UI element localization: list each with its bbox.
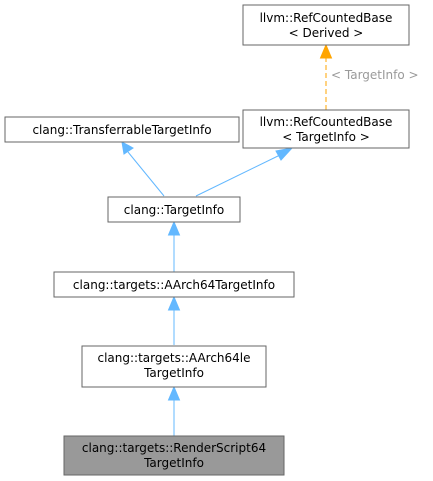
node-clang-targets-aarch64letargetinfo[interactable]: clang::targets::AArch64le TargetInfo: [81, 345, 267, 388]
node-label-line2: < TargetInfo >: [282, 130, 370, 144]
node-clang-targets-aarch64targetinfo[interactable]: clang::targets::AArch64TargetInfo: [53, 271, 295, 298]
node-clang-targetinfo[interactable]: clang::TargetInfo: [107, 196, 241, 223]
edge-aarch64le-to-aarch64: [167, 295, 181, 345]
node-llvm-refcountedbase-targetinfo[interactable]: llvm::RefCountedBase < TargetInfo >: [242, 109, 410, 149]
node-label-line1: clang::targets::RenderScript64: [82, 441, 266, 455]
edge-targetinfo-to-transferrable: [121, 141, 165, 197]
node-label-line1: clang::targets::AArch64le: [97, 351, 250, 365]
node-clang-transferrabletargetinfo[interactable]: clang::TransferrableTargetInfo: [4, 116, 240, 143]
node-llvm-refcountedbase-derived[interactable]: llvm::RefCountedBase < Derived >: [242, 4, 410, 46]
edge-template-instantiation: < TargetInfo >: [319, 43, 419, 110]
edge-renderscript64-to-aarch64le: [167, 385, 181, 436]
node-clang-targets-renderscript64targetinfo: clang::targets::RenderScript64 TargetInf…: [63, 435, 285, 476]
node-label-line2: < Derived >: [289, 26, 364, 40]
edge-targetinfo-to-refcounted: [195, 147, 294, 197]
node-label-line2: TargetInfo: [143, 456, 204, 470]
node-label-line1: clang::TransferrableTargetInfo: [32, 123, 211, 137]
node-label-line1: clang::targets::AArch64TargetInfo: [73, 278, 275, 292]
node-label-line2: TargetInfo: [143, 366, 204, 380]
node-label-line1: clang::TargetInfo: [124, 203, 224, 217]
node-label-line1: llvm::RefCountedBase: [260, 115, 393, 129]
template-argument-label: < TargetInfo >: [331, 68, 419, 82]
node-label-line1: llvm::RefCountedBase: [260, 11, 393, 25]
edge-aarch64-to-targetinfo: [167, 220, 181, 272]
